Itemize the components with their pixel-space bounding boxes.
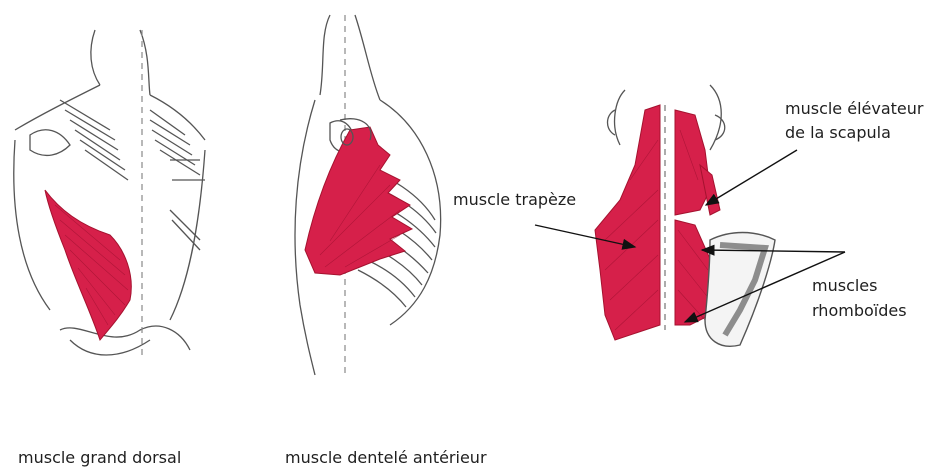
levator-scapulae-muscle [675, 110, 710, 215]
latissimus-sketch [0, 10, 210, 390]
label-trapezius: muscle trapèze [453, 190, 576, 210]
serratus-sketch [260, 5, 460, 390]
figure-serratus-anterior [260, 5, 460, 390]
caption-serratus: muscle dentelé antérieur [285, 448, 487, 468]
caption-latissimus: muscle grand dorsal [18, 448, 181, 468]
label-levator-line1: muscle élévateur [785, 99, 923, 119]
label-levator-line2: de la scapula [785, 123, 891, 143]
serratus-muscle [305, 127, 412, 275]
upper-back-sketch [560, 70, 790, 370]
figure-upper-back [560, 70, 790, 370]
figure-latissimus-dorsi [0, 10, 210, 390]
label-rhomboid-line2: rhomboïdes [812, 301, 907, 321]
label-rhomboid-line1: muscles [812, 276, 877, 296]
trapezius-muscle [595, 105, 660, 340]
latissimus-muscle [45, 190, 131, 340]
